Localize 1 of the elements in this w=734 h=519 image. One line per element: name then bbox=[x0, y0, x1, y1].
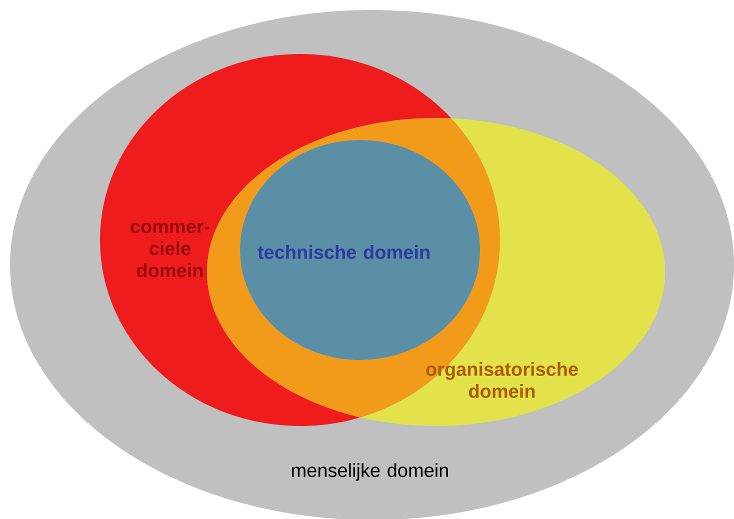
domain-label: menselijke domein bbox=[292, 463, 448, 481]
